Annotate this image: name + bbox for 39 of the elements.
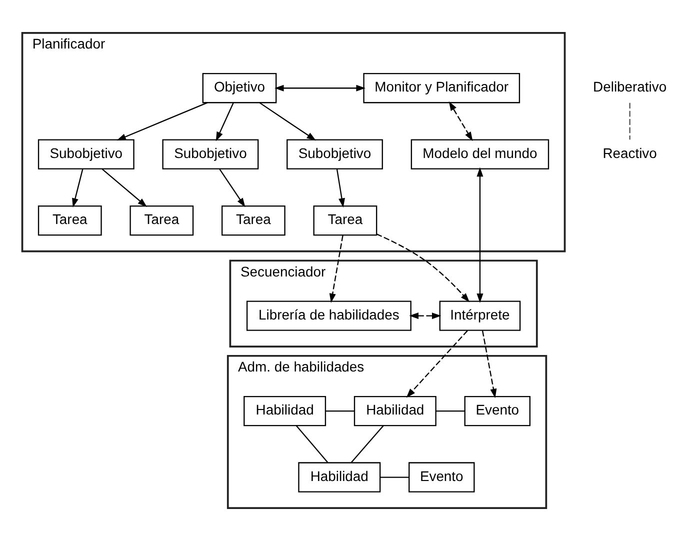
label: Reactivo <box>602 144 657 161</box>
arrow <box>376 234 470 302</box>
node-box: Evento <box>464 396 530 426</box>
arrow <box>219 168 246 208</box>
node-box: Librería de habilidades <box>246 300 412 331</box>
node-box: Subobjetivo <box>38 139 134 170</box>
node-box: Monitor y Planificador <box>363 73 520 104</box>
arrow <box>406 330 468 398</box>
arrow <box>72 168 84 208</box>
arrow <box>216 102 234 142</box>
node-box: Subobjetivo <box>162 139 259 170</box>
connector <box>380 476 409 478</box>
arrow <box>102 168 148 207</box>
node-box: Evento <box>408 462 475 492</box>
node-box: Modelo del mundo <box>410 139 550 170</box>
node-box: Tarea <box>222 205 286 236</box>
node-box: Objetivo <box>202 73 277 104</box>
arrow <box>116 102 208 140</box>
node-box: Subobjetivo <box>286 139 383 170</box>
node-box: Tarea <box>38 205 102 236</box>
node-box: Intérprete <box>439 300 521 331</box>
node-box: Tarea <box>130 205 194 236</box>
arrow <box>259 102 316 141</box>
connector <box>326 410 354 412</box>
arrow <box>482 330 497 398</box>
node-box: Habilidad <box>298 462 381 492</box>
arrow <box>336 168 345 208</box>
node-box: Tarea <box>313 205 378 236</box>
arrow <box>329 235 344 303</box>
arrow <box>476 167 484 303</box>
label: Deliberativo <box>593 78 667 95</box>
connector <box>296 425 328 463</box>
node-box: Habilidad <box>244 396 326 426</box>
connector <box>436 410 465 412</box>
arrow <box>409 312 442 320</box>
arrow <box>274 84 366 92</box>
arrow <box>448 101 473 142</box>
connector <box>350 425 384 463</box>
node-box: Habilidad <box>354 396 436 426</box>
